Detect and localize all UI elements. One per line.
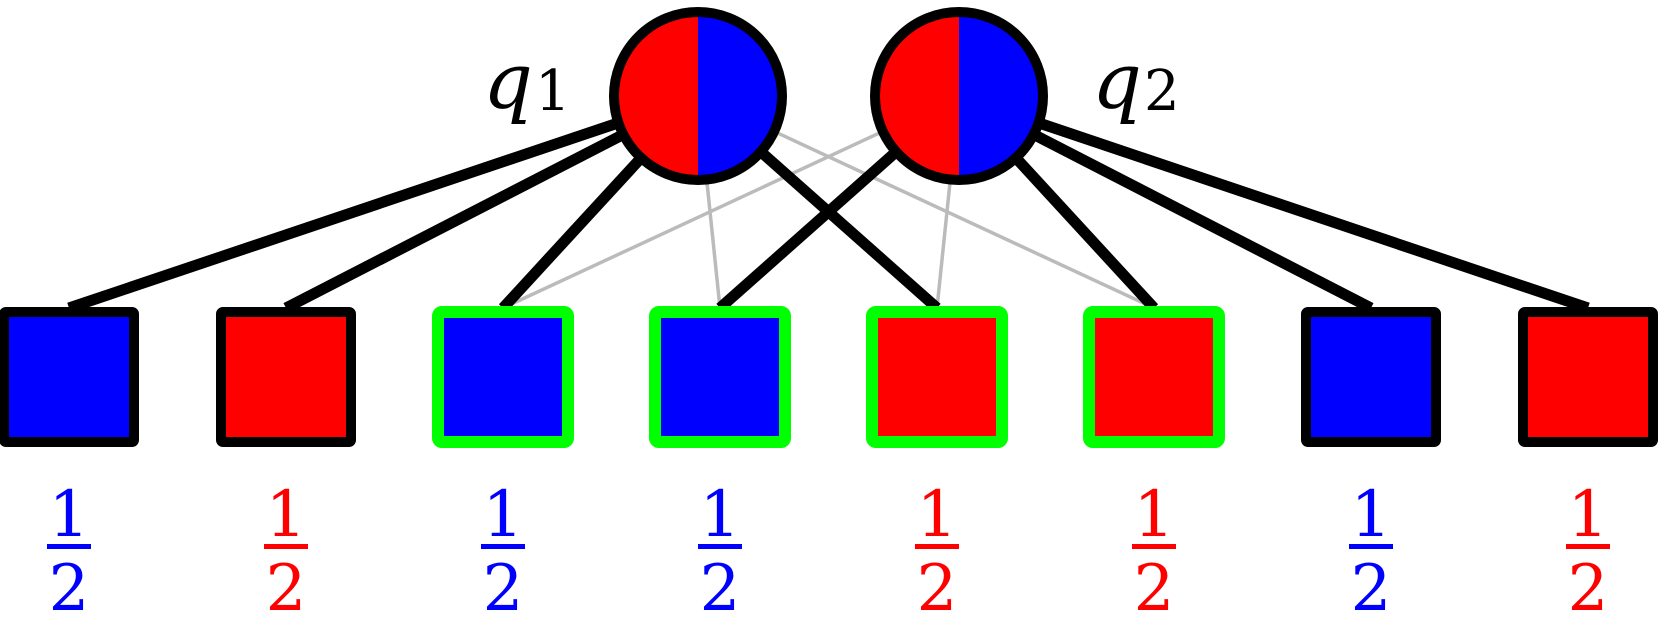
- edge-q1-box6-weak: [767, 127, 1155, 310]
- box-3-blue-highlighted: [432, 306, 574, 448]
- edge-q1-box4-weak: [704, 172, 722, 309]
- weight-numerator-7: 1: [1351, 478, 1392, 552]
- weight-numerator-2: 1: [266, 478, 307, 552]
- edge-q2-box3-weak: [502, 127, 890, 310]
- weight-numerator-4: 1: [700, 478, 741, 552]
- edge-q2-box7-strong: [1025, 126, 1374, 313]
- query-node-1-red-half: [614, 12, 698, 180]
- edge-q1-box3-strong: [498, 149, 650, 312]
- weight-numerator-8: 1: [1568, 478, 1609, 552]
- query-nodes-layer: [609, 7, 1048, 185]
- weight-fraction-bar-2: [264, 544, 308, 549]
- query-node-label-1: q1: [483, 37, 571, 127]
- edge-q2-box4-strong: [716, 143, 905, 313]
- weight-fraction-bar-7: [1349, 544, 1393, 549]
- weight-denominator-4: 2: [700, 552, 741, 622]
- weight-denominator-3: 2: [483, 552, 524, 622]
- box-1-blue: [0, 307, 139, 447]
- edge-q1-box2-strong: [283, 126, 632, 313]
- query-node-label-subscript: 1: [535, 59, 571, 124]
- weight-denominator-2: 2: [266, 552, 307, 622]
- edge-q2-box5-weak: [935, 172, 953, 309]
- weight-numerator-6: 1: [1134, 478, 1175, 552]
- box-4-blue-highlighted: [649, 306, 791, 448]
- edge-q2-box6-strong: [1007, 149, 1159, 312]
- weight-denominator-8: 2: [1568, 552, 1609, 622]
- weight-fraction-bar-6: [1132, 544, 1176, 549]
- weight-fraction-bar-8: [1566, 544, 1610, 549]
- weight-fraction-bar-3: [481, 544, 525, 549]
- query-node-2-blue-half: [959, 12, 1043, 180]
- query-node-label-letter: q: [1092, 37, 1142, 127]
- weight-numerator-1: 1: [49, 478, 90, 552]
- edge-q2-box8-strong: [1030, 115, 1590, 314]
- query-node-2: [870, 7, 1048, 185]
- edge-q1-box1-strong: [67, 115, 627, 314]
- box-8-red: [1518, 307, 1658, 447]
- weight-denominator-1: 2: [49, 552, 90, 622]
- weight-denominator-6: 2: [1134, 552, 1175, 622]
- weight-fraction-bar-4: [698, 544, 742, 549]
- query-node-1-outline: [609, 7, 787, 185]
- edge-q1-box5-strong: [752, 143, 941, 313]
- weight-numerator-3: 1: [483, 478, 524, 552]
- query-node-label-letter: q: [483, 37, 533, 127]
- edges-layer: [67, 115, 1590, 314]
- query-node-label-2: q2: [1092, 37, 1180, 127]
- query-node-label-subscript: 2: [1144, 59, 1180, 124]
- box-5-red-highlighted: [866, 306, 1008, 448]
- query-node-2-outline: [870, 7, 1048, 185]
- weight-numerator-5: 1: [917, 478, 958, 552]
- boxes-layer: [0, 306, 1658, 448]
- box-2-red: [216, 307, 356, 447]
- query-node-1-blue-half: [698, 12, 782, 180]
- weight-denominator-7: 2: [1351, 552, 1392, 622]
- query-node-1: [609, 7, 787, 185]
- weight-fraction-bar-1: [47, 544, 91, 549]
- weight-denominator-5: 2: [917, 552, 958, 622]
- box-6-red-highlighted: [1083, 306, 1225, 448]
- box-7-blue: [1301, 307, 1441, 447]
- weight-fraction-bar-5: [915, 544, 959, 549]
- query-node-2-red-half: [875, 12, 959, 180]
